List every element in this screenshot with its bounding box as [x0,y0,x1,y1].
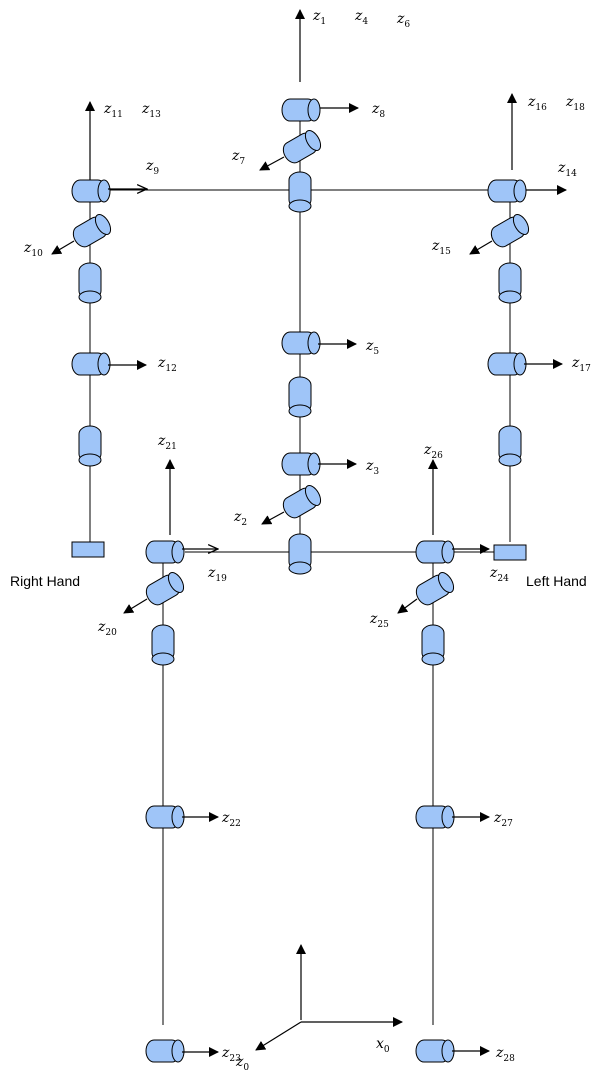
label-z9: z9 [145,158,159,177]
arrow-z0 [255,1021,302,1051]
label-z21: z21 [157,433,177,452]
arrow-z10 [51,240,75,255]
joint-z2-waist-tilt [282,485,322,519]
joint-left-upper-arm [498,262,522,304]
label-z5: z5 [365,338,379,357]
label-z13: z13 [141,101,161,120]
joint-spine-mid [288,376,312,418]
arrow-z2 [261,511,285,525]
joint-z19-right-hip [145,540,185,564]
label-z3: z3 [365,458,379,477]
joint-z1-spine-top [288,171,312,213]
joint-z3-waist [281,452,321,476]
label-z20: z20 [97,619,117,638]
arrow-z25 [397,598,418,614]
right-hand-label: Right Hand [10,573,80,589]
label-z24: z24 [489,565,509,584]
label-z23: z23 [221,1045,241,1064]
joint-z26-left-hip [415,540,455,564]
joint-z28-left-ankle [415,1039,455,1063]
label-z7: z7 [231,148,245,167]
axis-labels: z1 z4 z6 z8 z7 z11 z13 z9 z16 z18 z14 z1… [23,8,591,1073]
joint-z23-right-ankle [145,1039,185,1063]
label-z8: z8 [371,101,385,120]
joint-right-forearm [78,425,102,467]
joint-z22-right-knee [145,805,185,829]
joint-z25-left-hip-tilt [415,572,455,606]
label-z11: z11 [103,101,123,120]
label-z17: z17 [571,355,591,374]
joint-right-thigh [151,624,175,666]
arrow-z15 [469,240,493,255]
joint-z7-neck-tilt [282,130,322,164]
label-x0: x0 [376,1036,390,1055]
label-z18: z18 [565,94,585,113]
joint-z5-torso [281,331,321,355]
axis-arrows [51,9,567,1057]
label-z6: z6 [396,11,410,30]
joint-z27-left-knee [415,805,455,829]
joint-z15-left-shoulder-tilt [490,214,530,248]
label-z14: z14 [557,160,577,179]
label-z28: z28 [495,1045,515,1064]
arrow-z7 [259,156,285,171]
joint-z17-left-elbow [487,352,527,376]
right-hand-block [71,541,105,558]
joint-z14-left-shoulder [487,179,527,203]
joint-left-thigh [421,624,445,666]
joint-spine-base [288,533,312,575]
label-z16: z16 [527,94,547,113]
label-z0: z0 [235,1054,249,1073]
joint-z8-neck [281,98,321,122]
joint-left-forearm [498,425,522,467]
left-hand-label: Left Hand [526,573,587,589]
label-z19: z19 [207,565,227,584]
label-z2: z2 [233,509,247,528]
label-z25: z25 [369,611,389,630]
label-z27: z27 [493,810,513,829]
joint-z10-right-shoulder-tilt [72,214,112,248]
label-z1: z1 [312,8,326,27]
label-z22: z22 [221,810,241,829]
left-hand-block [493,544,527,561]
label-z12: z12 [157,355,177,374]
arrow-z20 [123,598,148,614]
joint-right-upper-arm [78,262,102,304]
label-z15: z15 [431,238,451,257]
joint-z12-right-elbow [71,352,111,376]
label-z10: z10 [23,240,43,259]
joint-z20-right-hip-tilt [145,572,185,606]
label-z26: z26 [423,442,443,461]
label-z4: z4 [354,8,368,27]
joint-z9-right-shoulder [71,179,111,203]
